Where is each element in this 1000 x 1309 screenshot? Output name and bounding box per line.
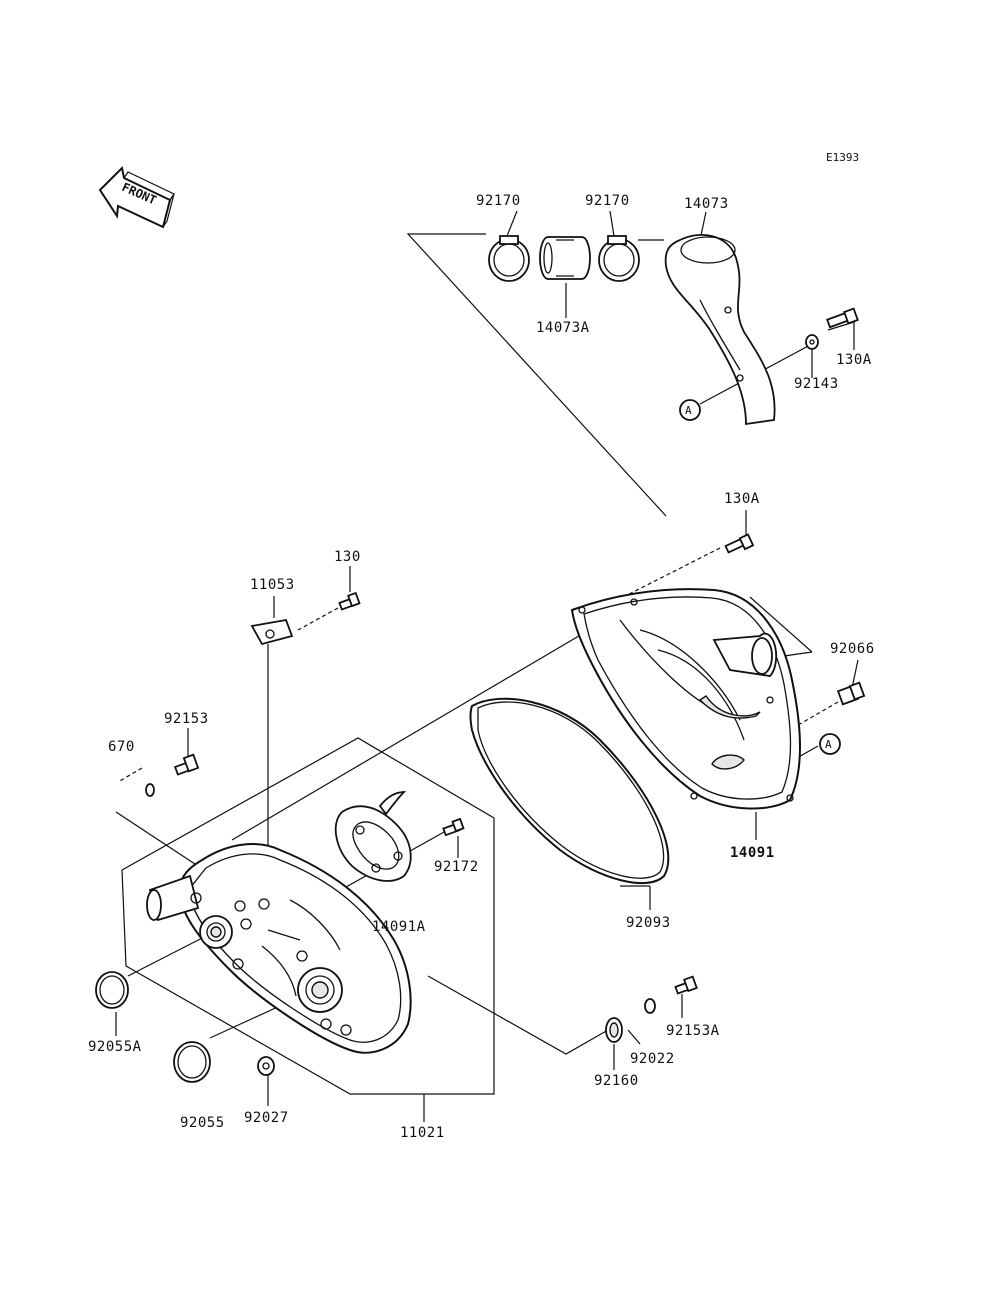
part-label-92066: 92066 [830,641,875,657]
bolt-92153 [173,753,200,776]
part-label-92153: 92153 [164,711,209,727]
hose-14073A [539,236,591,280]
bolt-92172 [442,817,465,837]
part-label-92170-left: 92170 [476,193,521,209]
marker-A-label-middle: A [825,738,832,751]
part-label-11053: 11053 [250,577,295,593]
washer-670 [145,783,155,797]
part-label-92093: 92093 [626,915,671,931]
bracket-11053 [250,618,294,646]
marker-A-middle: A [819,733,841,755]
part-label-130A-top: 130A [836,352,872,368]
washer-92022 [644,998,656,1014]
clamp-92170-left [488,235,530,282]
bolt-130A-middle [724,533,755,554]
part-label-92170-right: 92170 [585,193,630,209]
part-label-92160: 92160 [594,1073,639,1089]
o-ring-92055 [173,1041,211,1083]
plate-14091A [334,791,412,882]
part-label-92143: 92143 [794,376,839,392]
part-label-92027: 92027 [244,1110,289,1126]
marker-A-label-top: A [685,404,692,417]
leader-lines [115,210,859,1122]
part-label-14091: 14091 [730,845,775,861]
part-label-14091A: 14091A [372,919,426,935]
part-label-130: 130 [334,549,361,565]
part-label-92055A: 92055A [88,1039,142,1055]
front-direction-arrow: FRONT [98,165,175,229]
fitting-92066 [836,681,866,706]
part-label-670: 670 [108,739,135,755]
part-label-14073A: 14073A [536,320,590,336]
gasket-92093 [469,697,670,885]
o-ring-92055A [95,971,129,1009]
intake-duct-14073 [664,233,776,426]
part-label-92022: 92022 [630,1051,675,1067]
inner-cover-11021 [146,843,412,1054]
diagram-code: E1393 [826,151,859,164]
part-label-92172: 92172 [434,859,479,875]
part-label-14073: 14073 [684,196,729,212]
washer-92143 [805,334,819,350]
marker-A-top: A [679,399,701,421]
grommet-92027 [257,1056,275,1076]
bolt-92153A [674,975,698,995]
bolt-130 [338,591,361,611]
part-labels: 92170 92170 14073 14073A 130A 92143 130A… [88,193,875,1141]
part-label-11021: 11021 [400,1125,445,1141]
part-label-92055: 92055 [180,1115,225,1131]
damper-92160 [605,1017,623,1043]
part-label-92153A: 92153A [666,1023,720,1039]
clamp-92170-right [598,235,640,282]
outer-cover-14091 [570,588,801,810]
part-label-130A-middle: 130A [724,491,760,507]
bolt-130A-top [826,307,859,329]
